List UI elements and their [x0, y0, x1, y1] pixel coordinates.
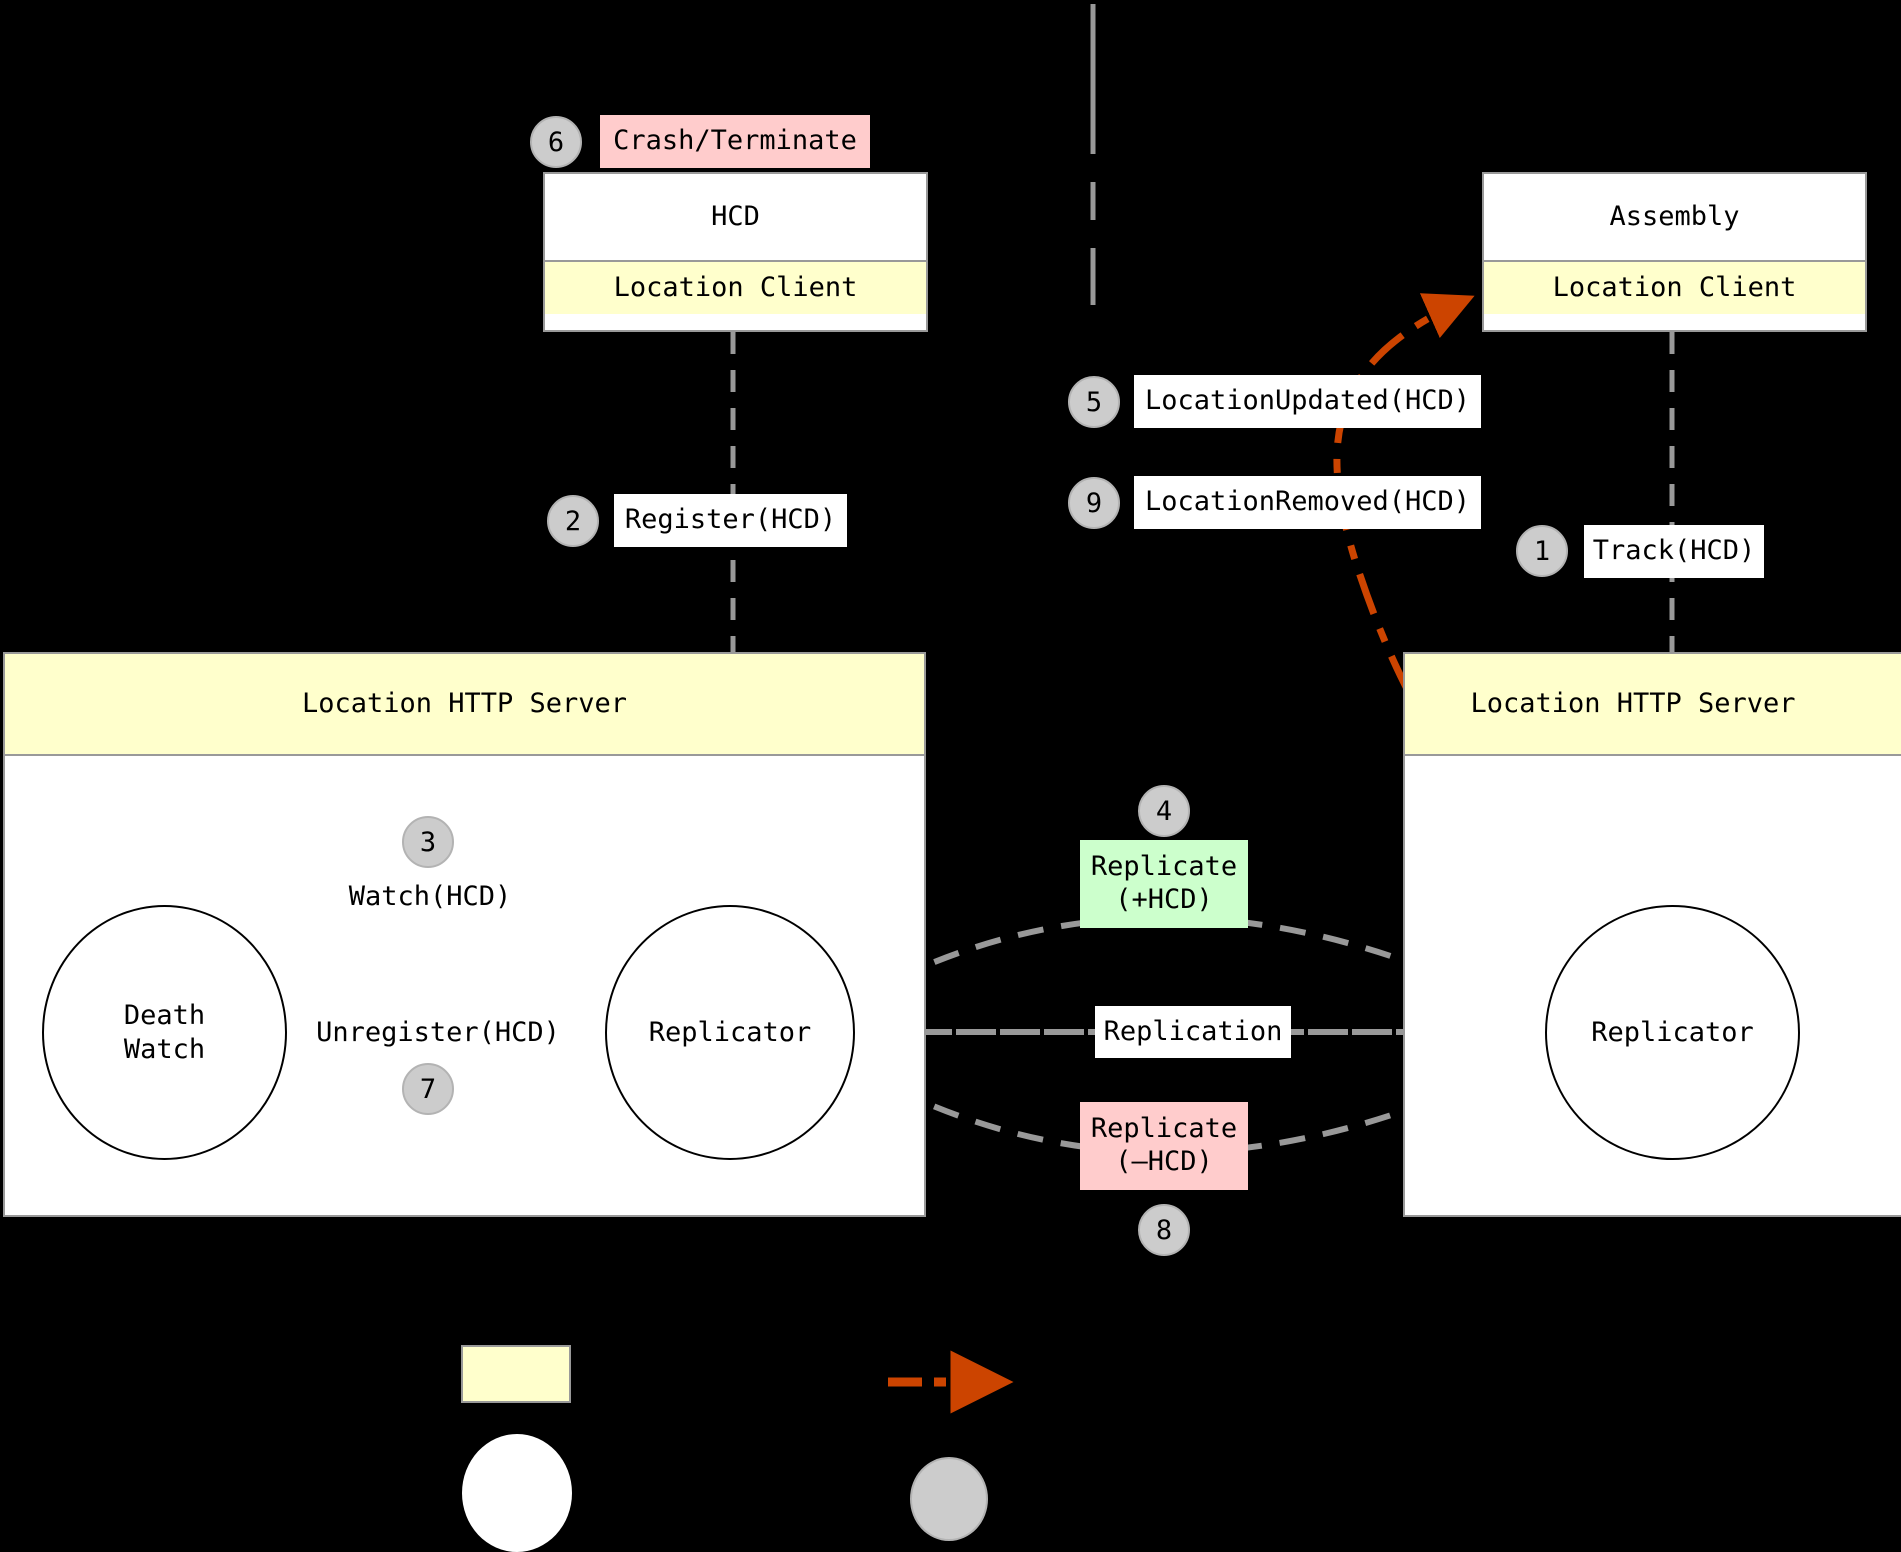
step-badge-5: 5	[1068, 376, 1120, 428]
step-badge-7: 7	[402, 1063, 454, 1115]
message-location-updated-label: LocationUpdated(HCD)	[1144, 385, 1471, 417]
step-badge-6-number: 6	[547, 126, 565, 158]
step-badge-8: 8	[1138, 1204, 1190, 1256]
message-watch-label: Watch(HCD)	[348, 880, 512, 912]
legend-gray-circle	[910, 1457, 988, 1541]
message-replicate-add: Replicate (+HCD)	[1080, 840, 1248, 928]
step-badge-6: 6	[530, 116, 582, 168]
message-unregister-label: Unregister(HCD)	[316, 1016, 560, 1048]
component-assembly-location-client: Location Client	[1484, 260, 1865, 314]
message-track-label: Track(HCD)	[1592, 535, 1756, 567]
message-register: Register(HCD)	[614, 494, 847, 547]
step-badge-2: 2	[547, 495, 599, 547]
step-badge-1-number: 1	[1533, 535, 1551, 567]
message-track: Track(HCD)	[1584, 525, 1764, 578]
step-badge-3-number: 3	[419, 826, 437, 858]
message-location-removed-label: LocationRemoved(HCD)	[1144, 486, 1471, 518]
step-badge-7-number: 7	[419, 1073, 437, 1105]
actor-replicator-right[interactable]: Replicator	[1545, 905, 1800, 1160]
legend-white-circle	[462, 1434, 572, 1552]
panel-right-header: Location HTTP Server	[1405, 654, 1901, 756]
step-badge-8-number: 8	[1155, 1214, 1173, 1246]
step-badge-1: 1	[1516, 525, 1568, 577]
component-hcd-title: HCD	[545, 174, 926, 260]
step-badge-9: 9	[1068, 477, 1120, 529]
message-replicate-remove-label: Replicate (—HCD)	[1090, 1113, 1238, 1177]
step-badge-4-number: 4	[1155, 795, 1173, 827]
step-badge-4: 4	[1138, 785, 1190, 837]
message-unregister: Unregister(HCD)	[308, 1012, 568, 1054]
step-badge-2-number: 2	[564, 505, 582, 537]
component-hcd-location-client: Location Client	[545, 260, 926, 314]
message-location-updated: LocationUpdated(HCD)	[1134, 375, 1481, 428]
message-replication-label: Replication	[1103, 1015, 1283, 1047]
message-crash-terminate-label: Crash/Terminate	[613, 125, 857, 157]
message-replicate-remove: Replicate (—HCD)	[1080, 1102, 1248, 1190]
step-badge-3: 3	[402, 816, 454, 868]
step-badge-5-number: 5	[1085, 386, 1103, 418]
component-assembly[interactable]: Assembly Location Client	[1482, 172, 1867, 332]
legend-yellow-rectangle	[461, 1345, 571, 1403]
component-assembly-title: Assembly	[1484, 174, 1865, 260]
component-hcd[interactable]: HCD Location Client	[543, 172, 928, 332]
message-replicate-add-label: Replicate (+HCD)	[1090, 851, 1238, 915]
message-watch: Watch(HCD)	[348, 876, 512, 918]
actor-replicator-left-label: Replicator	[648, 1016, 812, 1048]
step-badge-9-number: 9	[1085, 487, 1103, 519]
message-crash-terminate: Crash/Terminate	[600, 115, 870, 168]
message-replication: Replication	[1095, 1006, 1291, 1058]
actor-replicator-right-label: Replicator	[1591, 1016, 1754, 1048]
actor-replicator-left[interactable]: Replicator	[605, 905, 855, 1160]
actor-death-watch-label: Death Watch	[123, 999, 206, 1065]
message-register-label: Register(HCD)	[624, 504, 837, 536]
actor-death-watch[interactable]: Death Watch	[42, 905, 287, 1160]
panel-left-header: Location HTTP Server	[5, 654, 924, 756]
message-location-removed: LocationRemoved(HCD)	[1134, 476, 1481, 529]
